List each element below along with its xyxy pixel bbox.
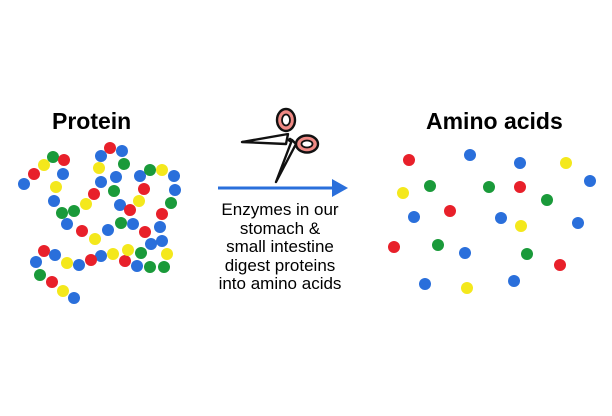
protein-bead	[135, 247, 147, 259]
protein-bead	[165, 197, 177, 209]
caption-line: digest proteins	[224, 255, 336, 275]
protein-bead	[124, 204, 136, 216]
amino-acid-dot	[514, 157, 526, 169]
protein-bead	[73, 259, 85, 271]
protein-bead	[115, 217, 127, 229]
amino-acid-dot	[459, 247, 471, 259]
enzyme-caption: Enzymes in our stomach & small intestine…	[198, 200, 362, 294]
protein-bead	[95, 250, 107, 262]
protein-bead	[145, 238, 157, 250]
amino-acid-dot	[388, 241, 400, 253]
protein-bead	[18, 178, 30, 190]
protein-bead	[161, 248, 173, 260]
amino-acid-dot	[408, 211, 420, 223]
protein-bead	[139, 226, 151, 238]
protein-bead	[61, 218, 73, 230]
protein-bead	[34, 269, 46, 281]
caption-line: small intestine	[226, 237, 334, 256]
protein-bead	[168, 170, 180, 182]
protein-bead	[138, 183, 150, 195]
protein-bead	[49, 249, 61, 261]
protein-bead	[144, 164, 156, 176]
amino-acid-dot	[424, 180, 436, 192]
protein-bead	[38, 245, 50, 257]
protein-bead	[158, 261, 170, 273]
protein-bead	[116, 145, 128, 157]
protein-bead	[114, 199, 126, 211]
protein-bead	[47, 151, 59, 163]
protein-bead	[156, 164, 168, 176]
protein-bead	[50, 181, 62, 193]
amino-acid-dot	[515, 220, 527, 232]
amino-acid-dot	[419, 278, 431, 290]
protein-bead	[80, 198, 92, 210]
protein-bead	[127, 218, 139, 230]
protein-bead	[88, 188, 100, 200]
protein-bead	[118, 158, 130, 170]
amino-acid-dot	[560, 157, 572, 169]
protein-bead	[110, 171, 122, 183]
protein-bead	[102, 224, 114, 236]
protein-bead	[46, 276, 58, 288]
right-arrow-icon	[218, 179, 348, 197]
protein-bead	[156, 235, 168, 247]
caption-line: into amino acids	[218, 274, 342, 293]
protein-bead	[68, 205, 80, 217]
protein-bead	[57, 285, 69, 297]
amino-acid-dot	[461, 282, 473, 294]
protein-bead	[119, 255, 131, 267]
protein-bead	[48, 195, 60, 207]
amino-acid-scatter	[388, 149, 596, 294]
protein-bead	[68, 292, 80, 304]
protein-bead	[122, 244, 134, 256]
protein-bead	[95, 176, 107, 188]
protein-chain	[18, 142, 181, 304]
protein-bead	[30, 256, 42, 268]
amino-acid-dot	[508, 275, 520, 287]
caption-line: Enzymes in our	[221, 200, 339, 219]
amino-acid-dot	[483, 181, 495, 193]
protein-bead	[58, 154, 70, 166]
amino-acid-dot	[521, 248, 533, 260]
protein-bead	[57, 168, 69, 180]
caption-line: stomach &	[239, 218, 321, 238]
protein-bead	[85, 254, 97, 266]
protein-bead	[89, 233, 101, 245]
amino-acid-dot	[432, 239, 444, 251]
protein-bead	[76, 225, 88, 237]
protein-bead	[154, 221, 166, 233]
amino-acid-dot	[403, 154, 415, 166]
amino-acid-dot	[514, 181, 526, 193]
amino-acid-dot	[464, 149, 476, 161]
protein-bead	[133, 195, 145, 207]
amino-acid-dot	[397, 187, 409, 199]
amino-acids-title: Amino acids	[426, 108, 563, 134]
amino-acid-dot	[584, 175, 596, 187]
protein-bead	[134, 170, 146, 182]
protein-bead	[104, 142, 116, 154]
protein-bead	[131, 260, 143, 272]
protein-bead	[28, 168, 40, 180]
protein-bead	[108, 185, 120, 197]
protein-bead	[156, 208, 168, 220]
amino-acid-dot	[495, 212, 507, 224]
amino-acid-dot	[572, 217, 584, 229]
protein-bead	[144, 261, 156, 273]
scissors-icon	[240, 107, 320, 184]
amino-acid-dot	[444, 205, 456, 217]
protein-bead	[107, 248, 119, 260]
protein-bead	[61, 257, 73, 269]
protein-title: Protein	[52, 108, 132, 134]
amino-acid-dot	[541, 194, 553, 206]
protein-bead	[93, 162, 105, 174]
protein-bead	[38, 159, 50, 171]
amino-acid-dot	[554, 259, 566, 271]
protein-bead	[95, 150, 107, 162]
protein-bead	[169, 184, 181, 196]
protein-bead	[56, 207, 68, 219]
